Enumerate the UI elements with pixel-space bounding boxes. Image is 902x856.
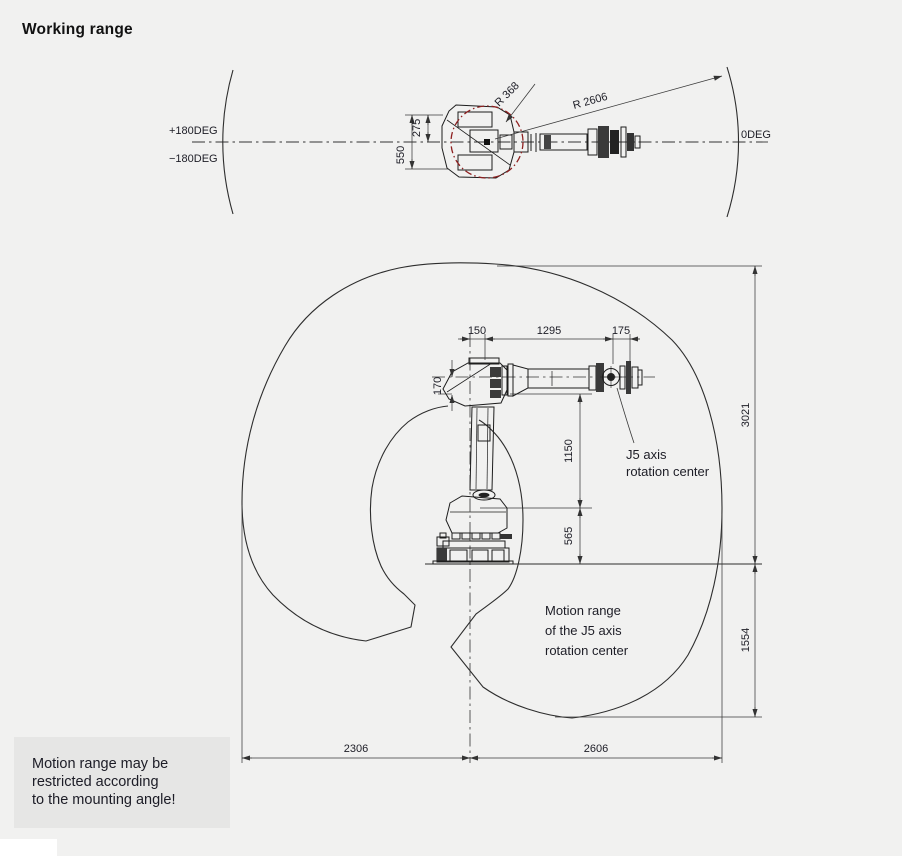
robot-top-view	[441, 104, 641, 179]
dim-175-label: 175	[612, 325, 630, 337]
top-view-dims	[405, 114, 448, 170]
dim-1150-label: 1150	[563, 439, 575, 463]
dim-275-label: 275	[411, 119, 423, 137]
zero-deg-label: 0DEG	[741, 129, 771, 141]
mounting-note-line1: Motion range may be	[32, 756, 169, 772]
plus-180deg-label: +180DEG	[169, 125, 218, 137]
dim-1554-label: 1554	[740, 628, 752, 652]
page-corner-blank	[0, 839, 57, 856]
dim-565-label: 565	[563, 527, 575, 545]
arc-180deg	[222, 69, 234, 215]
j5-axis-label-line2: rotation center	[626, 464, 710, 479]
robot-side-view	[432, 357, 643, 565]
motion-range-label-line2: of the J5 axis	[545, 623, 622, 638]
envelope-outer-boundary	[450, 263, 723, 719]
mounting-note-line2: restricted according	[32, 774, 159, 790]
j1-center-dot	[484, 139, 490, 145]
dim-170-label: 170	[432, 377, 444, 395]
minus-180deg-label: −180DEG	[169, 153, 218, 165]
r368-leader	[505, 83, 536, 123]
bottom-dim-chain	[241, 505, 723, 763]
top-dim-chain	[458, 334, 640, 366]
dim-550-label: 550	[395, 146, 407, 164]
dim-3021-label: 3021	[740, 403, 752, 427]
r2606-dim-line	[494, 75, 723, 140]
motion-range-label-line3: rotation center	[545, 643, 629, 658]
dim-2606-label: 2606	[584, 743, 608, 755]
dim-1295-label: 1295	[537, 325, 561, 337]
top-view: R 368 R 2606 550 275 +180DEG −180DEG 0DE…	[169, 66, 771, 218]
arc-0deg	[726, 66, 740, 218]
j5-leader-line	[616, 387, 635, 444]
dim-2306-label: 2306	[344, 743, 368, 755]
motion-range-label-line1: Motion range	[545, 603, 621, 618]
r368-circle	[450, 105, 524, 179]
envelope-inner-boundary	[241, 262, 496, 642]
page-title: Working range	[22, 21, 133, 38]
j5-axis-label-line1: J5 axis	[626, 447, 667, 462]
side-view: 150 1295 175 170 1150 565	[241, 262, 762, 763]
mounting-note: Motion range may be restricted according…	[14, 737, 230, 828]
r368-label: R 368	[493, 80, 522, 109]
dim-150-label: 150	[468, 325, 486, 337]
mounting-note-line3: to the mounting angle!	[32, 792, 176, 808]
